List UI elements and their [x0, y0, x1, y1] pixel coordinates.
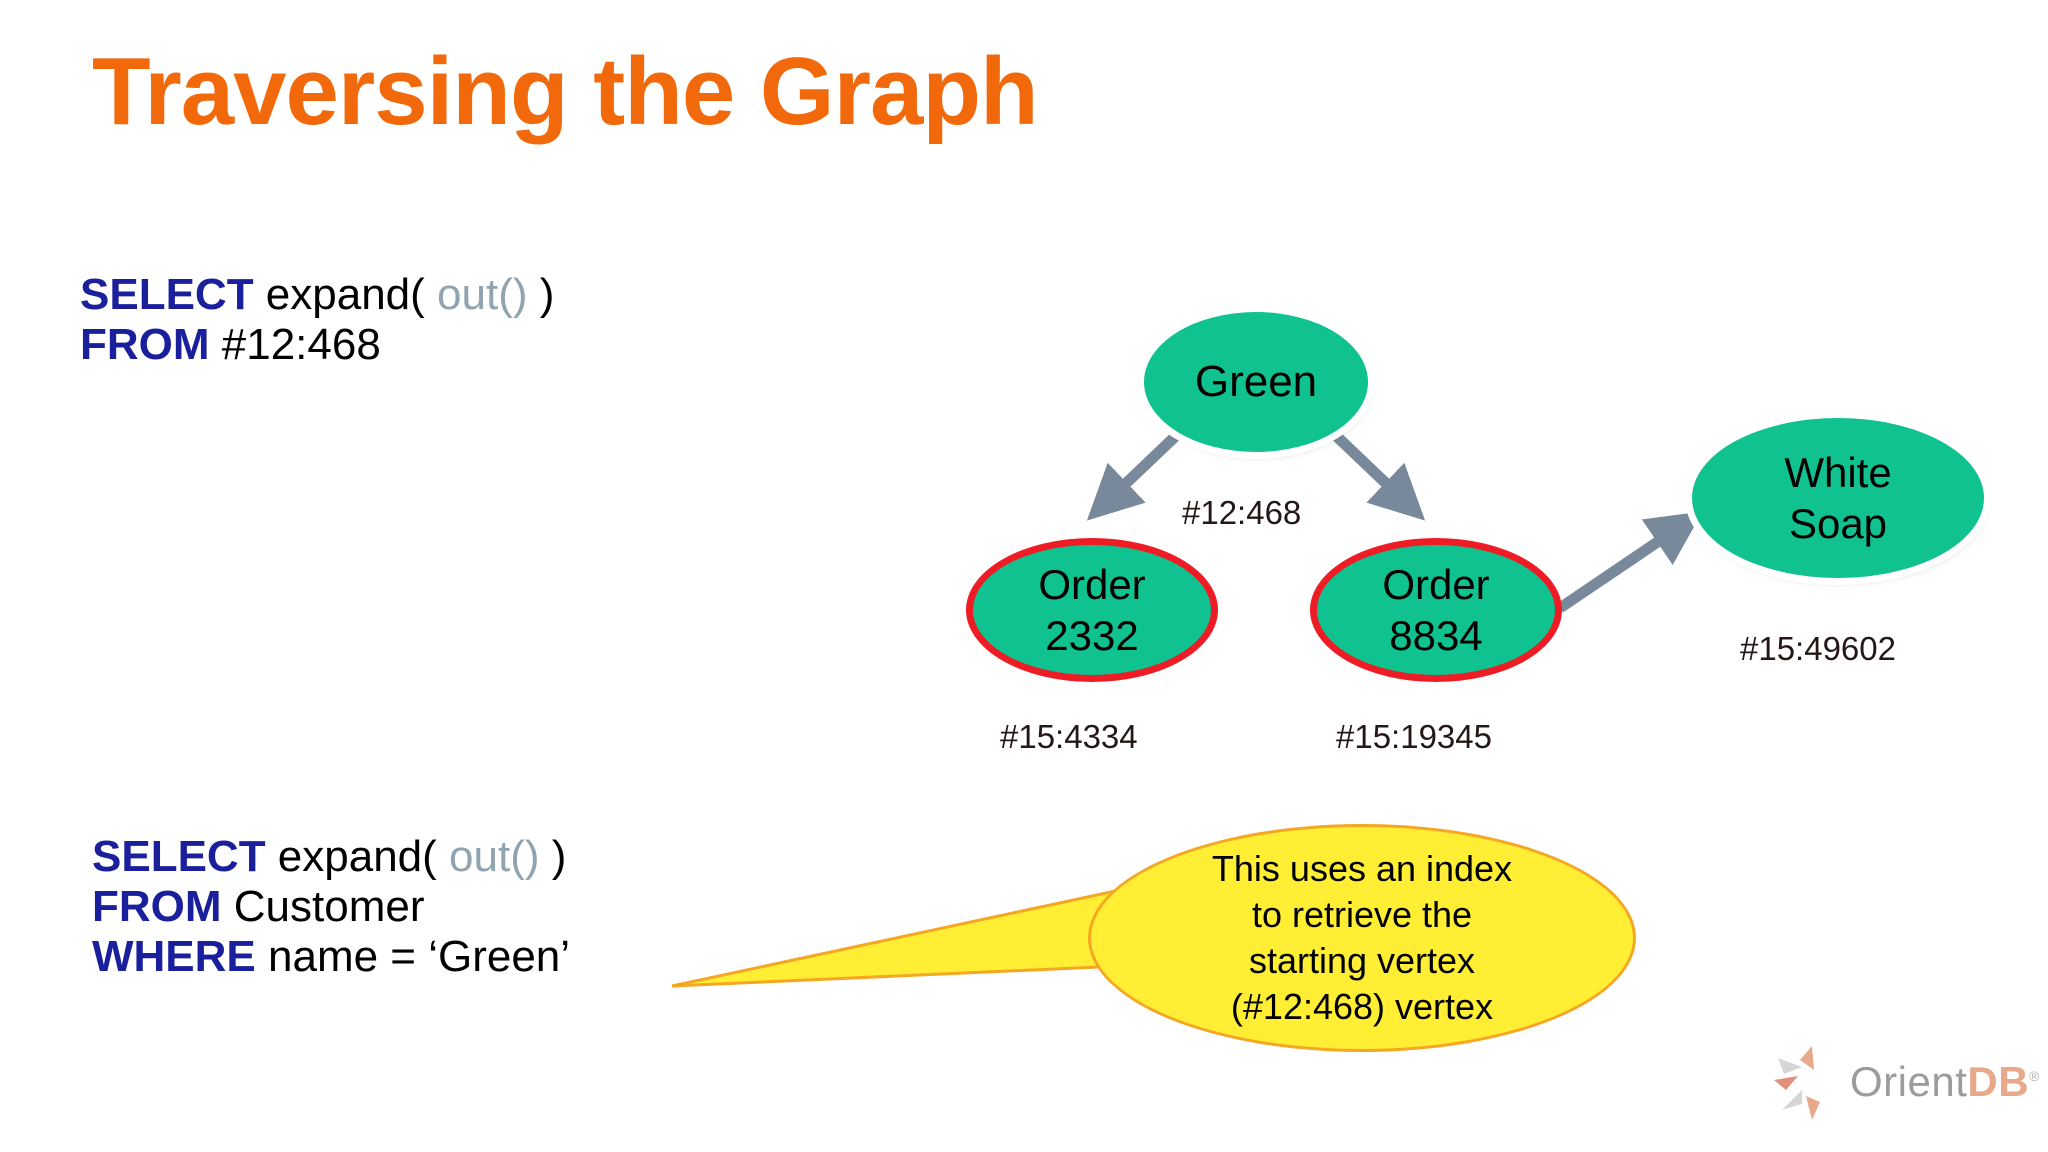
- logo-text-orient: Orient: [1850, 1058, 1968, 1105]
- sql-from-target: Customer: [221, 882, 425, 932]
- edge-green-to-order2332: [1086, 426, 1186, 521]
- sql-keyword-from: FROM: [80, 320, 210, 370]
- callout-line-2: to retrieve the: [1251, 893, 1473, 935]
- sql-keyword-select: SELECT: [80, 270, 254, 319]
- graph-node-order-8834[interactable]: Order 8834: [1310, 538, 1562, 682]
- node-label-line2: 2332: [1045, 612, 1139, 659]
- sql-expand-text: expand(: [265, 832, 450, 881]
- node-rid-order-8834: #15:19345: [1336, 718, 1492, 755]
- graph-node-white-soap[interactable]: White Soap: [1692, 418, 1984, 578]
- sql-expand-text: expand(: [253, 270, 438, 319]
- edge-label-rid: #12:468: [1182, 494, 1302, 531]
- orientdb-wordmark: OrientDB®: [1850, 1058, 2040, 1106]
- query1-line-select: SELECT expand( out() ): [80, 270, 554, 320]
- logo-text-db: DB: [1967, 1058, 2030, 1105]
- query-block-primary: SELECT expand( out() ) FROM #12:468: [80, 270, 554, 370]
- node-label-line2: Soap: [1788, 500, 1888, 547]
- node-rid-white-soap: #15:49602: [1740, 630, 1896, 667]
- edge-green-to-order8834: [1326, 426, 1426, 521]
- sql-close-paren: ): [539, 832, 567, 881]
- callout-bubble: This uses an index to retrieve the start…: [1088, 824, 1636, 1052]
- node-label-line2: 8834: [1389, 612, 1483, 659]
- orientdb-logo: OrientDB®: [1772, 1040, 2039, 1128]
- sql-keyword-from: FROM: [92, 882, 222, 932]
- query1-line-from: FROM #12:468: [80, 320, 554, 370]
- graph-node-green[interactable]: Green: [1144, 312, 1368, 452]
- callout-tail: [671, 888, 1124, 988]
- sql-where-condition: name = ‘Green’: [255, 932, 571, 982]
- sql-function-out: out(): [437, 270, 528, 319]
- node-rid-order-2332: #15:4334: [1000, 718, 1138, 755]
- query2-line-select: SELECT expand( out() ): [92, 832, 570, 882]
- callout-line-3: starting vertex: [1248, 940, 1476, 981]
- sql-close-paren: ): [527, 270, 555, 319]
- sql-function-out: out(): [449, 832, 540, 881]
- node-label-line1: Order: [1038, 560, 1146, 608]
- page-title: Traversing the Graph: [92, 38, 1039, 145]
- node-label-line1: Green: [1194, 357, 1318, 407]
- graph-node-order-2332[interactable]: Order 2332: [966, 538, 1218, 682]
- sql-keyword-where: WHERE: [92, 932, 256, 982]
- callout-line-1: This uses an index: [1211, 847, 1513, 889]
- query2-line-from: FROM Customer: [92, 882, 570, 932]
- sql-keyword-select: SELECT: [92, 832, 266, 881]
- logo-registered-mark: ®: [2029, 1068, 2040, 1084]
- sql-from-target: #12:468: [209, 320, 381, 370]
- query-block-secondary: SELECT expand( out() ) FROM Customer WHE…: [92, 832, 570, 982]
- node-label-line1: White: [1784, 448, 1892, 496]
- node-label-line1: Order: [1382, 560, 1490, 608]
- query2-line-where: WHERE name = ‘Green’: [92, 932, 570, 982]
- orientdb-sun-icon: [1774, 1046, 1820, 1120]
- callout-line-4: (#12:468) vertex: [1230, 986, 1494, 1028]
- edge-order8834-to-whitesoap: [1556, 511, 1703, 613]
